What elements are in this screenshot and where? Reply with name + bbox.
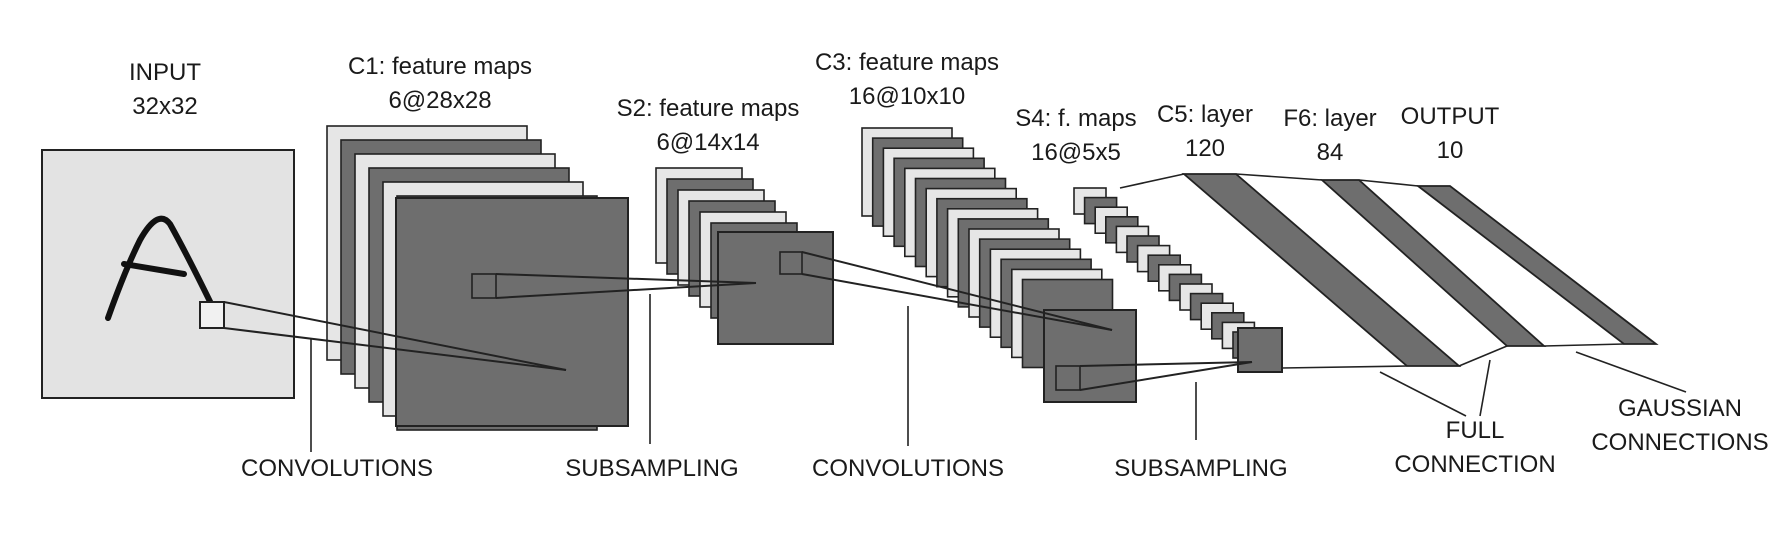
gaussian-connections-line2: CONNECTIONS xyxy=(1591,429,1769,456)
output-label-name: OUTPUT xyxy=(1400,103,1500,130)
subsampling-1-label: SUBSAMPLING xyxy=(562,452,742,486)
gaussian-connections-leader xyxy=(1575,351,1687,393)
subsampling-2-text: SUBSAMPLING xyxy=(1114,455,1288,482)
c5-label-size: 120 xyxy=(1184,135,1226,162)
c5-to-f6-top xyxy=(1235,173,1323,181)
c1-label: C1: feature maps 6@28x28 xyxy=(330,50,550,118)
f6-to-output-top xyxy=(1358,179,1419,187)
full-connection-leader-b xyxy=(1479,359,1491,417)
output-band xyxy=(1415,185,1659,345)
convolutions-1-label: CONVOLUTIONS xyxy=(232,452,442,486)
input-label-name: INPUT xyxy=(129,59,201,86)
c3-label-size: 16@10x10 xyxy=(848,83,966,110)
c3-to-s4-a xyxy=(1079,361,1253,367)
f6-label-name: F6: layer xyxy=(1283,105,1377,132)
c5-label-name: C5: layer xyxy=(1156,101,1254,128)
gaussian-connections-line1: GAUSSIAN xyxy=(1617,395,1743,422)
output-label: OUTPUT 10 xyxy=(1395,100,1505,168)
c1-to-s2-b xyxy=(495,282,757,299)
s4-label-size: 16@5x5 xyxy=(1031,139,1121,166)
c5-label: C5: layer 120 xyxy=(1145,98,1265,166)
input-receptive-field xyxy=(199,301,225,329)
c1-receptive-field xyxy=(471,273,497,299)
c3-to-s4-b xyxy=(1079,361,1253,391)
convolutions-2-label: CONVOLUTIONS xyxy=(803,452,1013,486)
f6-label-size: 84 xyxy=(1316,139,1344,166)
full-connection-line2: CONNECTION xyxy=(1394,451,1556,478)
c1-label-name: C1: feature maps xyxy=(347,53,533,80)
fully-connected-layers xyxy=(1119,173,1659,369)
gaussian-connections-label: GAUSSIAN CONNECTIONS xyxy=(1580,392,1780,460)
s2-receptive-field xyxy=(779,251,803,275)
full-connection-leader-a xyxy=(1379,371,1467,417)
c5-to-f6-bottom xyxy=(1458,345,1508,367)
c1-label-size: 6@28x28 xyxy=(388,87,492,114)
subsampling-1-text: SUBSAMPLING xyxy=(565,455,739,482)
s4-to-c5-bottom xyxy=(1281,365,1408,369)
s4-front-map xyxy=(1237,327,1283,373)
subsampling-2-label: SUBSAMPLING xyxy=(1111,452,1291,486)
s2-label-size: 6@14x14 xyxy=(656,129,760,156)
feature-map-stacks xyxy=(326,125,1283,431)
input-glyph-A xyxy=(105,215,221,321)
s4-label-name: S4: f. maps xyxy=(1015,105,1137,132)
input-label-size: 32x32 xyxy=(132,93,198,120)
c3-receptive-field xyxy=(1055,365,1081,391)
f6-label: F6: layer 84 xyxy=(1275,102,1385,170)
c3-label-name: C3: feature maps xyxy=(814,49,1000,76)
output-label-size: 10 xyxy=(1436,137,1464,164)
c3-label: C3: feature maps 16@10x10 xyxy=(797,46,1017,114)
connection-lines xyxy=(223,251,1253,391)
c1-front-map xyxy=(395,197,629,427)
s4-label: S4: f. maps 16@5x5 xyxy=(1006,102,1146,170)
full-connection-line1: FULL xyxy=(1445,417,1505,444)
s2-label-name: S2: feature maps xyxy=(616,95,800,122)
full-connection-label: FULL CONNECTION xyxy=(1380,414,1570,482)
f6-to-output-bottom xyxy=(1543,343,1625,347)
s2-to-c3-b xyxy=(801,273,1113,331)
input-to-c1-a xyxy=(223,301,567,371)
operation-leader-lines xyxy=(310,294,1687,452)
input-label: INPUT 32x32 xyxy=(105,56,225,124)
s2-to-c3-a xyxy=(801,251,1113,331)
convolutions-1-text: CONVOLUTIONS xyxy=(240,455,434,482)
s2-label: S2: feature maps 6@14x14 xyxy=(598,92,818,160)
c1-to-s2-a xyxy=(495,273,757,284)
s2-front-map xyxy=(717,231,834,345)
convolutions-2-text: CONVOLUTIONS xyxy=(811,455,1005,482)
s4-to-c5-top xyxy=(1119,173,1185,189)
input-to-c1-b xyxy=(223,327,567,371)
